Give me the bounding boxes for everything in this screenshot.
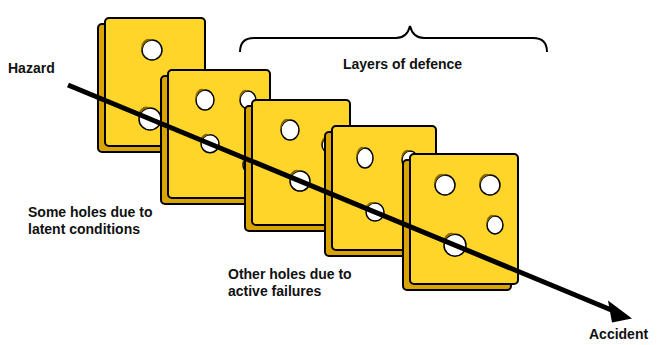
- accident-label: Accident: [589, 326, 657, 343]
- cheese-hole: [487, 215, 503, 234]
- hole-shadow: [240, 90, 248, 100]
- hole-shadow: [196, 89, 205, 100]
- latent-conditions-note: Some holes due to latent conditions: [28, 204, 168, 238]
- hole-opening: [357, 148, 373, 168]
- cheese-hole: [281, 119, 299, 140]
- cheese-hole: [479, 174, 500, 195]
- hazard-label: Hazard: [8, 60, 78, 77]
- active-failures-note: Other holes due to active failures: [228, 266, 388, 300]
- hole-opening: [435, 175, 455, 195]
- hole-shadow: [434, 174, 445, 185]
- hole-shadow: [487, 215, 495, 225]
- hole-opening: [196, 90, 214, 110]
- hole-opening: [142, 40, 162, 60]
- hole-shadow: [141, 39, 152, 50]
- cheese-hole: [196, 89, 214, 110]
- hole-opening: [480, 175, 500, 195]
- bracket-label: Layers of defence: [343, 56, 483, 73]
- cheese-slice: [403, 154, 518, 290]
- hole-shadow: [479, 174, 490, 185]
- hole-opening: [281, 120, 299, 140]
- hole-shadow: [281, 119, 290, 130]
- cheese-hole: [434, 174, 455, 195]
- cheese-hole: [141, 39, 162, 60]
- hole-shadow: [357, 147, 365, 158]
- cheese-hole: [357, 147, 373, 168]
- arrow-head: [608, 300, 632, 322]
- hole-opening: [487, 216, 503, 234]
- hole-shadow: [402, 150, 410, 160]
- layers-bracket: [240, 26, 547, 52]
- hazard-arrow: [68, 85, 612, 310]
